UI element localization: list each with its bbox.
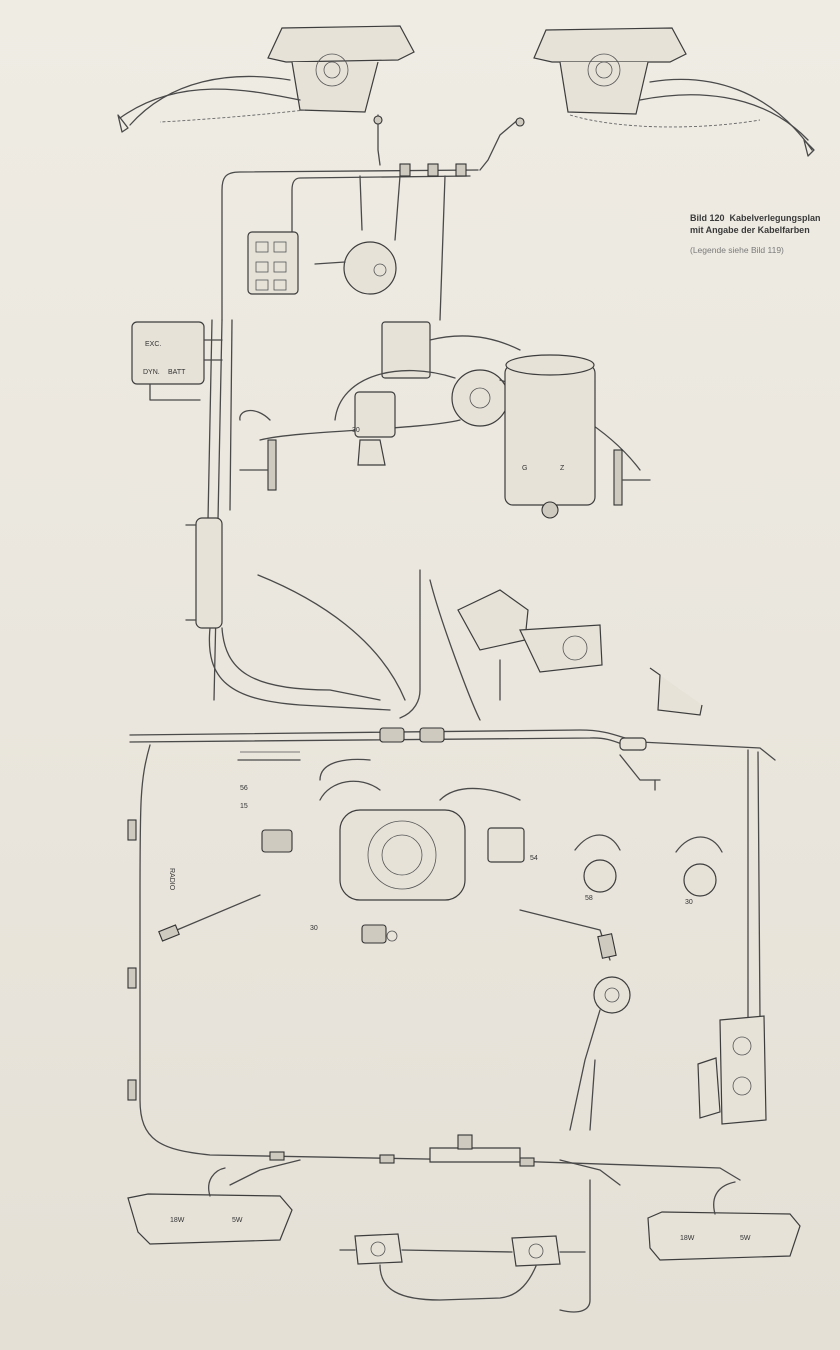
caption-figure-number: Bild 120 (690, 213, 725, 223)
indicator-stalk (158, 894, 261, 942)
regulator-exc-label: EXC. (145, 341, 161, 348)
wiper-motor (457, 589, 603, 701)
ignition-t15-label: 15 (240, 803, 248, 810)
switch-t54-label: 54 (530, 855, 538, 862)
starter-t50-label: 30 (310, 925, 318, 932)
regulator-dyn-label: DYN. (143, 369, 160, 376)
light-switch-left: 58 (574, 834, 621, 902)
switch-block-center: 54 (487, 827, 538, 863)
spark-plug-right (613, 449, 651, 506)
headlamp-right (533, 27, 815, 157)
headlamp-left (117, 25, 415, 133)
caption-title: Kabelverlegungsplan (729, 213, 821, 223)
starter: 30 (352, 391, 396, 466)
plate-lamp-left (354, 1233, 403, 1265)
caption-legend-note: (Legende siehe Bild 119) (690, 245, 784, 255)
instrument-cluster (319, 758, 521, 901)
tail-right-18w-label: 18W (680, 1235, 695, 1242)
switch-t58-label: 58 (585, 895, 593, 902)
ignition-coil (381, 321, 521, 379)
light-switch-right: 30 (675, 836, 723, 906)
plate-lamp-right (511, 1235, 561, 1267)
radio-label: RADIO (168, 868, 175, 891)
horn (314, 241, 397, 295)
fuse-box (247, 231, 299, 295)
starter-t30-label: 30 (352, 427, 360, 434)
tail-left-18w-label: 18W (170, 1217, 185, 1224)
front-harness (207, 163, 479, 701)
ignition-t56-label: 56 (240, 785, 248, 792)
tail-left-5w-label: 5W (232, 1217, 243, 1224)
caption-title-line2: mit Angabe der Kabelfarben (690, 225, 810, 235)
body-harness (127, 727, 776, 1181)
starter-button: 30 (310, 924, 398, 944)
voltage-regulator: EXC. DYN. BATT (131, 321, 223, 401)
ignition-switch: 56 15 (237, 751, 301, 853)
figure-caption: Bild 120 Kabelverlegungsplan mit Angabe … (690, 212, 840, 256)
wiper-stalk (519, 909, 617, 961)
brake-light-switch (569, 976, 631, 1131)
rear-panel-right (697, 1015, 767, 1125)
switch-t30-label: 30 (685, 899, 693, 906)
fuel-sender (429, 1134, 521, 1163)
generator-g-label: G (522, 465, 527, 472)
regulator-batt-label: BATT (168, 369, 186, 376)
generator: G Z (504, 354, 596, 519)
tail-lamp-left: 18W 5W (127, 1167, 293, 1245)
tail-lamp-right: 18W 5W (647, 1181, 801, 1261)
spark-plug-left (239, 409, 277, 491)
harness-junction (185, 517, 223, 629)
caption-title-line1: Bild 120 Kabelverlegungsplan (690, 212, 840, 224)
generator-z-label: Z (560, 465, 565, 472)
tail-right-5w-label: 5W (740, 1235, 751, 1242)
